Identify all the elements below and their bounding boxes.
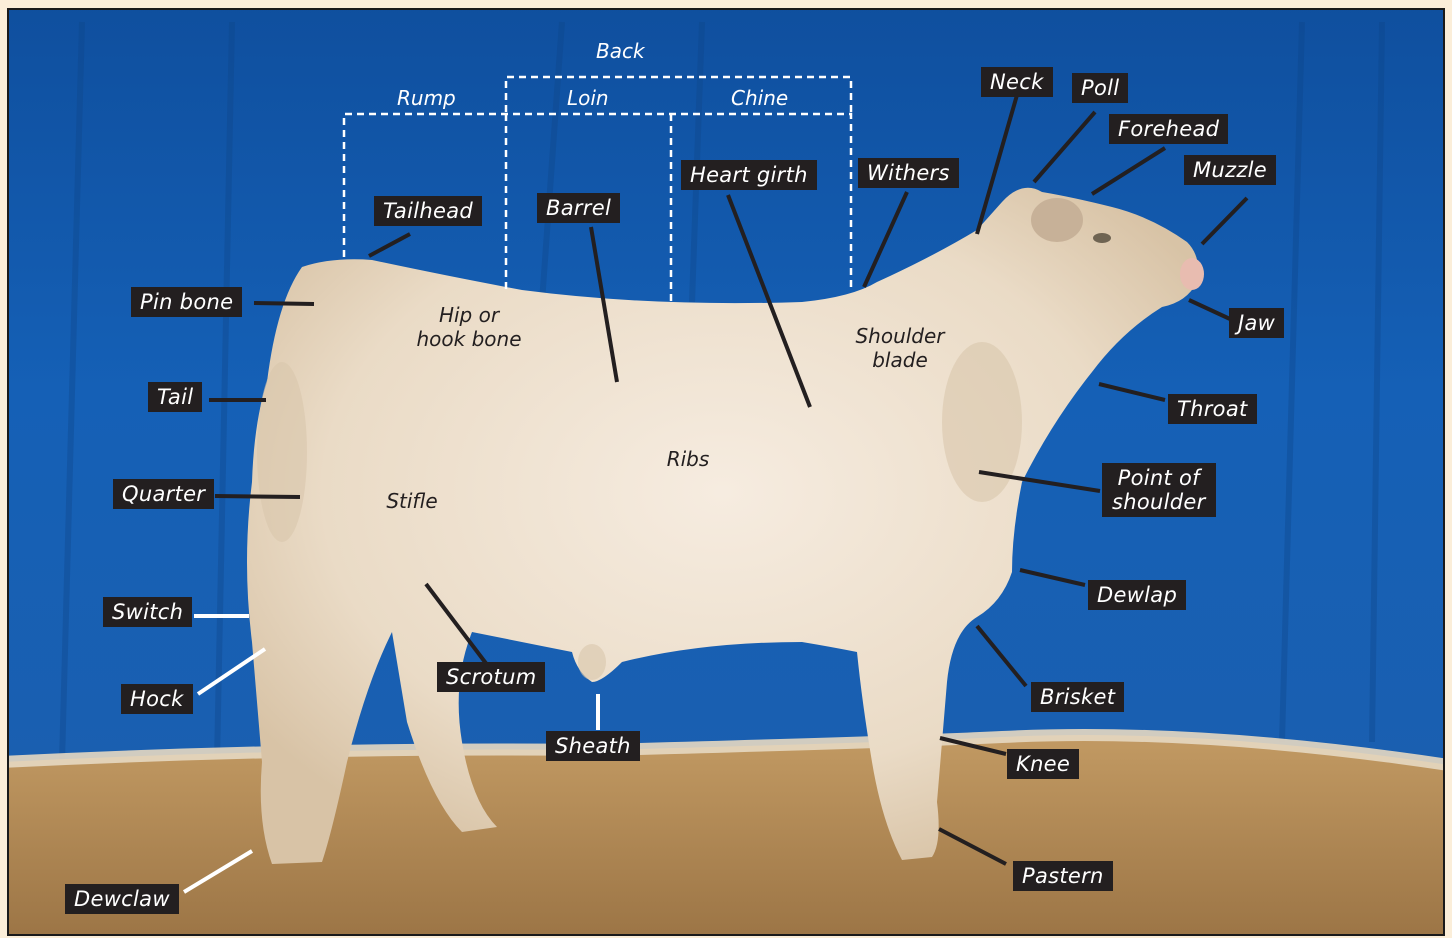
- label-knee: Knee: [1007, 749, 1079, 779]
- label-brisket: Brisket: [1031, 682, 1124, 712]
- arena-floor: [9, 735, 1445, 936]
- label-poll: Poll: [1072, 73, 1128, 103]
- label-dewclaw: Dewclaw: [65, 884, 179, 914]
- label-dewlap: Dewlap: [1088, 580, 1186, 610]
- text-hip-or-hook-bone: Hip or hook bone: [409, 303, 529, 351]
- label-muzzle: Muzzle: [1184, 155, 1276, 185]
- label-tailhead: Tailhead: [374, 196, 482, 226]
- scene: [9, 10, 1445, 936]
- eye: [1093, 233, 1111, 243]
- label-throat: Throat: [1168, 394, 1257, 424]
- label-point-of-shoulder-line1: Point of: [1112, 466, 1206, 490]
- ear: [1031, 198, 1083, 242]
- text-hip-line2: hook bone: [409, 327, 529, 351]
- muzzle-tip: [1180, 258, 1204, 290]
- label-pastern: Pastern: [1013, 861, 1113, 891]
- label-jaw: Jaw: [1229, 308, 1284, 338]
- label-tail: Tail: [148, 382, 202, 412]
- label-point-of-shoulder: Point of shoulder: [1102, 463, 1216, 517]
- label-hock: Hock: [121, 684, 193, 714]
- label-barrel: Barrel: [537, 193, 620, 223]
- label-point-of-shoulder-line2: shoulder: [1112, 490, 1206, 514]
- text-shoulder-line2: blade: [845, 348, 955, 372]
- label-quarter: Quarter: [113, 479, 214, 509]
- label-neck: Neck: [981, 67, 1053, 97]
- region-back: Back: [596, 40, 645, 62]
- photo-frame: [7, 8, 1445, 936]
- text-shoulder-blade: Shoulder blade: [845, 324, 955, 372]
- label-switch: Switch: [103, 597, 192, 627]
- label-heart-girth: Heart girth: [681, 160, 817, 190]
- text-hip-line1: Hip or: [409, 303, 529, 327]
- text-shoulder-line1: Shoulder: [845, 324, 955, 348]
- region-rump: Rump: [397, 87, 456, 109]
- region-loin: Loin: [567, 87, 609, 109]
- label-sheath: Sheath: [546, 731, 640, 761]
- label-withers: Withers: [858, 158, 959, 188]
- region-chine: Chine: [731, 87, 788, 109]
- label-scrotum: Scrotum: [437, 662, 545, 692]
- label-forehead: Forehead: [1109, 114, 1228, 144]
- label-pin-bone: Pin bone: [131, 287, 242, 317]
- text-stifle: Stifle: [380, 489, 444, 513]
- text-ribs: Ribs: [660, 447, 716, 471]
